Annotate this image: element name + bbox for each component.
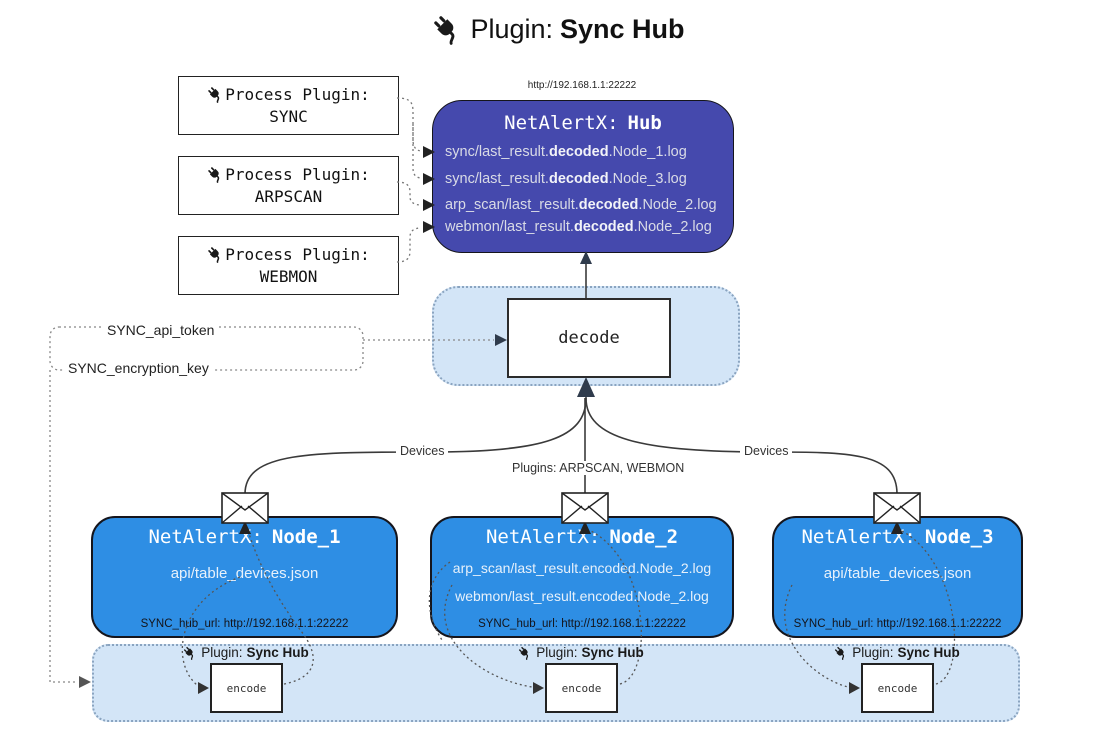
node-title-prefix: NetAlertX: bbox=[801, 526, 916, 548]
edge-label-plugins-center: Plugins: ARPSCAN, WEBMON bbox=[508, 461, 689, 475]
hub-log-pre: sync/last_result. bbox=[445, 144, 549, 160]
encode-box-1: encode bbox=[210, 663, 283, 713]
node-title-prefix: NetAlertX: bbox=[485, 526, 601, 548]
process-plugin-label: Process Plugin: bbox=[225, 164, 370, 184]
node-hub-url: SYNC_hub_url: http://192.168.1.1:22222 bbox=[140, 618, 349, 630]
process-plugin-webmon: Process Plugin: WEBMON bbox=[178, 236, 399, 295]
node-file: arp_scan/last_result.encoded.Node_2.log bbox=[452, 560, 712, 576]
node-file: api/table_devices.json bbox=[170, 565, 319, 582]
hub-log-post: .Node_3.log bbox=[608, 171, 687, 187]
plug-icon bbox=[432, 14, 463, 45]
node-file: api/table_devices.json bbox=[823, 565, 972, 582]
encoder-1-label: Plugin: Sync Hub bbox=[161, 645, 331, 660]
hub-log-pre: webmon/last_result. bbox=[445, 219, 574, 235]
page-title-prefix: Plugin: bbox=[470, 14, 554, 44]
hub-title-prefix: NetAlertX: bbox=[504, 112, 619, 134]
edge-label-devices-left: Devices bbox=[396, 444, 449, 458]
hub-log-post: .Node_2.log bbox=[633, 219, 712, 235]
node-title-prefix: NetAlertX: bbox=[148, 526, 263, 548]
hub-url: http://192.168.1.1:22222 bbox=[527, 80, 637, 91]
process-plugin-label: Process Plugin: bbox=[225, 244, 370, 264]
node-title: NetAlertX: Node_1 bbox=[93, 526, 396, 548]
node-2-box: NetAlertX: Node_2 arp_scan/last_result.e… bbox=[430, 516, 734, 638]
node-title-name: Node_1 bbox=[271, 526, 341, 548]
process-plugin-name: ARPSCAN bbox=[254, 186, 323, 206]
node-title-name: Node_3 bbox=[924, 526, 994, 548]
hub-log-pre: arp_scan/last_result. bbox=[445, 197, 579, 213]
edge-sync-to-hub-2 bbox=[412, 124, 423, 179]
process-plugin-name: WEBMON bbox=[259, 266, 318, 286]
node-title: NetAlertX: Node_2 bbox=[432, 526, 732, 548]
edge-secrets-to-encoders bbox=[49, 370, 78, 683]
edge-webmon-to-hub bbox=[396, 227, 422, 263]
plug-icon bbox=[207, 246, 224, 263]
encoder-label-prefix: Plugin: bbox=[852, 645, 894, 660]
decode-box: decode bbox=[507, 298, 671, 378]
node-file: webmon/last_result.encoded.Node_2.log bbox=[455, 588, 709, 604]
edge-arpscan-to-hub bbox=[396, 181, 422, 206]
hub-log-line: sync/last_result.decoded.Node_3.log bbox=[445, 171, 687, 187]
process-plugin-label-row: Process Plugin: bbox=[207, 244, 370, 266]
plug-icon bbox=[207, 166, 224, 183]
hub-log-pre: sync/last_result. bbox=[445, 171, 549, 187]
plug-icon bbox=[183, 646, 197, 660]
hub-title: NetAlertX: Hub bbox=[433, 112, 733, 134]
plug-icon bbox=[834, 646, 848, 660]
node-hub-url: SYNC_hub_url: http://192.168.1.1:22222 bbox=[793, 618, 1002, 630]
plug-icon bbox=[518, 646, 532, 660]
edge-sync-to-hub-1 bbox=[396, 97, 423, 152]
encode-box-2: encode bbox=[545, 663, 618, 713]
encoder-label-prefix: Plugin: bbox=[536, 645, 578, 660]
hub-log-line: webmon/last_result.decoded.Node_2.log bbox=[445, 219, 712, 235]
encoder-label-name: Sync Hub bbox=[246, 645, 309, 660]
encoder-2-label: Plugin: Sync Hub bbox=[496, 645, 666, 660]
sync-encryption-key-label: SYNC_encryption_key bbox=[64, 360, 213, 376]
hub-log-line: arp_scan/last_result.decoded.Node_2.log bbox=[445, 197, 717, 213]
hub-log-post: .Node_2.log bbox=[638, 197, 717, 213]
encoder-label-prefix: Plugin: bbox=[201, 645, 243, 660]
node-1-box: NetAlertX: Node_1 api/table_devices.json… bbox=[91, 516, 398, 638]
edge-label-devices-right: Devices bbox=[740, 444, 793, 458]
hub-box: NetAlertX: Hub sync/last_result.decoded.… bbox=[432, 100, 734, 253]
encoder-label-name: Sync Hub bbox=[581, 645, 644, 660]
page-title: Plugin: Sync Hub bbox=[0, 14, 1117, 45]
arrowhead-secrets-to-encoders bbox=[79, 676, 91, 688]
process-plugin-sync: Process Plugin: SYNC bbox=[178, 76, 399, 135]
node-title-name: Node_2 bbox=[609, 526, 679, 548]
hub-log-bold: decoded bbox=[578, 197, 639, 213]
encode-box-3: encode bbox=[861, 663, 934, 713]
hub-log-bold: decoded bbox=[548, 144, 609, 160]
page-title-name: Sync Hub bbox=[560, 14, 685, 44]
node-title: NetAlertX: Node_3 bbox=[774, 526, 1021, 548]
node-hub-url: SYNC_hub_url: http://192.168.1.1:22222 bbox=[478, 618, 686, 630]
hub-log-post: .Node_1.log bbox=[608, 144, 687, 160]
hub-log-bold: decoded bbox=[573, 219, 634, 235]
process-plugin-name: SYNC bbox=[269, 106, 308, 126]
process-plugin-label: Process Plugin: bbox=[225, 84, 370, 104]
hub-log-line: sync/last_result.decoded.Node_1.log bbox=[445, 144, 687, 160]
node-3-box: NetAlertX: Node_3 api/table_devices.json… bbox=[772, 516, 1023, 638]
process-plugin-label-row: Process Plugin: bbox=[207, 164, 370, 186]
plug-icon bbox=[207, 86, 224, 103]
sync-api-token-label: SYNC_api_token bbox=[103, 322, 219, 338]
process-plugin-arpscan: Process Plugin: ARPSCAN bbox=[178, 156, 399, 215]
encoder-label-name: Sync Hub bbox=[897, 645, 960, 660]
encoder-3-label: Plugin: Sync Hub bbox=[812, 645, 982, 660]
hub-log-bold: decoded bbox=[548, 171, 609, 187]
hub-title-name: Hub bbox=[627, 112, 662, 134]
process-plugin-label-row: Process Plugin: bbox=[207, 84, 370, 106]
